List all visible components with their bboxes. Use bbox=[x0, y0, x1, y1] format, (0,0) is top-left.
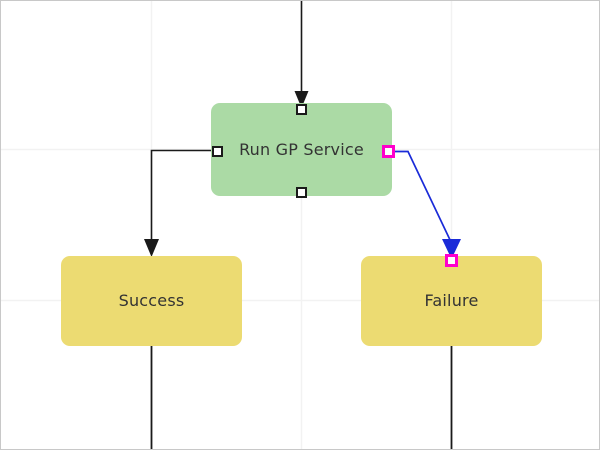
node-run-gp-service[interactable]: Run GP Service bbox=[211, 103, 392, 196]
node-success-label: Success bbox=[118, 291, 185, 311]
edge-run-gp-service-to-success[interactable] bbox=[144, 149, 212, 258]
port-run-gp-service-top[interactable] bbox=[295, 103, 307, 115]
node-run-gp-service-label: Run GP Service bbox=[239, 139, 364, 159]
node-success[interactable]: Success bbox=[61, 256, 242, 346]
edge-run-gp-service-to-failure[interactable] bbox=[394, 150, 461, 260]
port-run-gp-service-right[interactable] bbox=[381, 145, 395, 158]
edge-incoming-top[interactable] bbox=[294, 1, 309, 108]
port-failure-top[interactable] bbox=[445, 254, 458, 267]
node-failure-label: Failure bbox=[424, 291, 479, 311]
port-run-gp-service-bottom[interactable] bbox=[295, 186, 307, 198]
port-run-gp-service-left[interactable] bbox=[211, 145, 223, 157]
node-failure[interactable]: Failure bbox=[361, 256, 542, 346]
